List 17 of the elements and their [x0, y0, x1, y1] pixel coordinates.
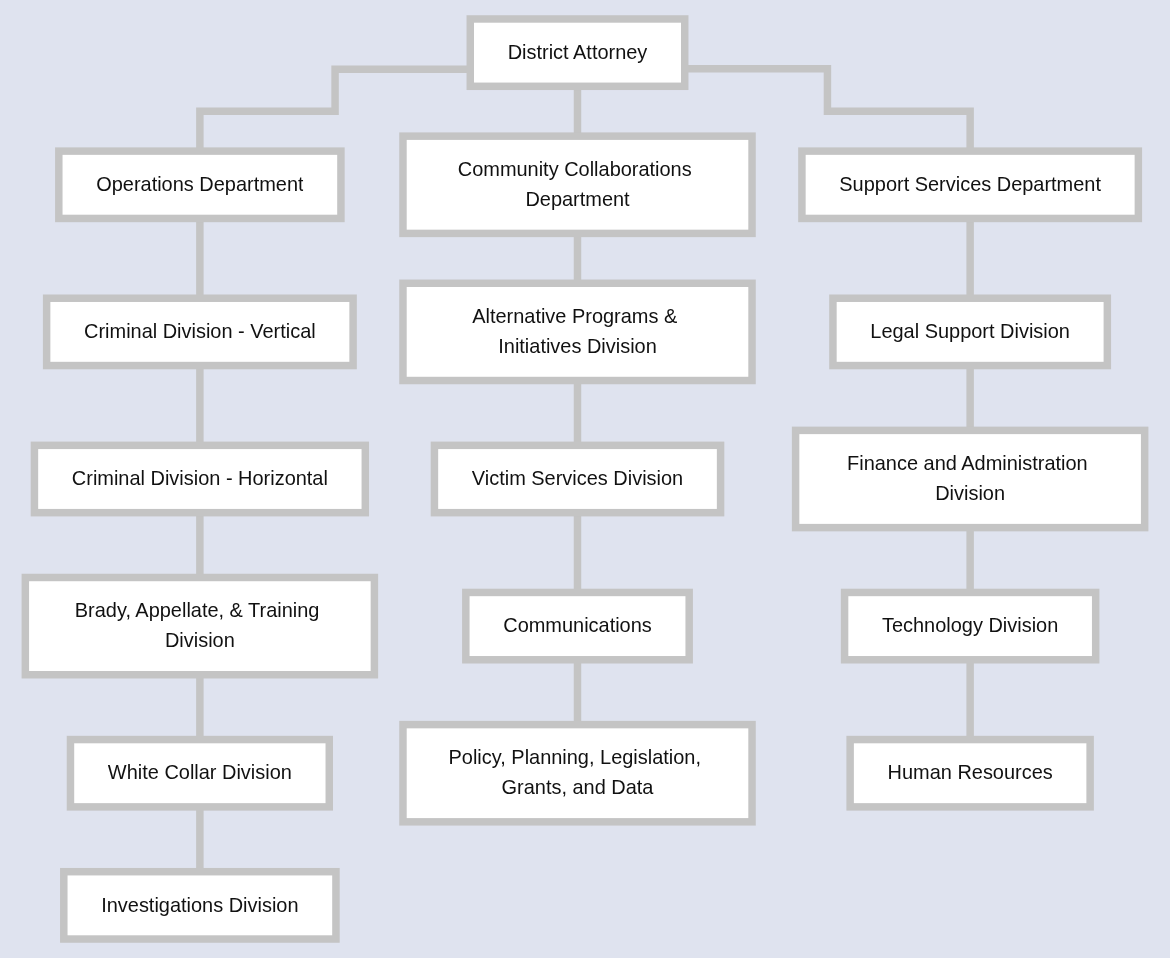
node-box: Investigations Division	[60, 867, 340, 943]
node-box: Community Collaborations Department	[399, 132, 756, 238]
node-box: Operations Department	[55, 147, 345, 223]
node-box: Policy, Planning, Legislation, Grants, and Data	[399, 720, 756, 826]
node-box: Finance and Administration Division	[791, 426, 1149, 532]
node-box: Human Resources	[846, 735, 1094, 811]
node-box: Criminal Division - Vertical	[42, 294, 357, 370]
node-box: Communications	[462, 588, 693, 664]
node-box: Victim Services Division	[430, 441, 725, 517]
node-box: Criminal Division - Horizontal	[30, 441, 370, 517]
node-box: Alternative Programs & Initiatives Division	[399, 279, 756, 385]
node-box: District Attorney	[466, 15, 689, 91]
node-box: Support Services Department	[798, 147, 1143, 223]
node-box: Legal Support Division	[829, 294, 1112, 370]
node-box: White Collar Division	[66, 735, 333, 811]
node-box: Brady, Appellate, & Training Division	[21, 573, 379, 679]
node-box: Technology Division	[840, 588, 1100, 664]
